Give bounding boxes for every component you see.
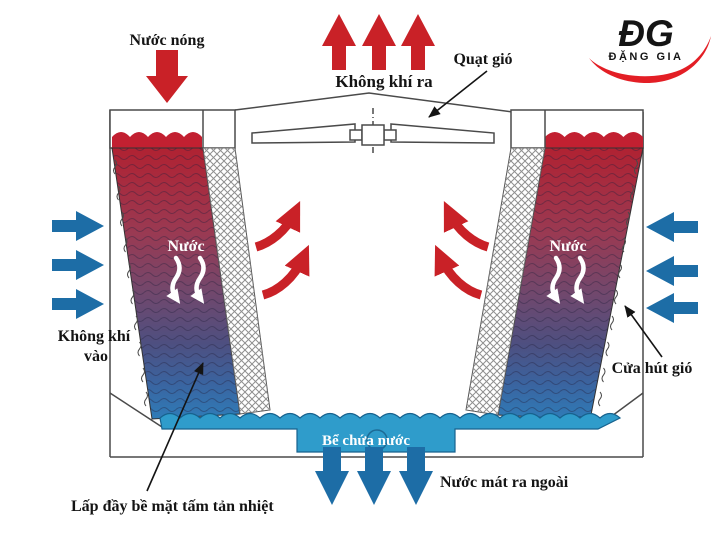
- air-in-arrow-icon: [52, 289, 104, 319]
- hot-air-arrow-icon: [443, 200, 490, 252]
- cool-water-out-arrow-icon: [399, 447, 433, 505]
- hot-water-basins: [109, 109, 644, 149]
- label-air-out: Không khí ra: [335, 72, 433, 91]
- label-water-basin: Bể chứa nước: [322, 433, 410, 449]
- fan-hub: [361, 124, 385, 146]
- air-in-arrow-icon: [52, 211, 104, 241]
- left-fill-column-texture: [112, 148, 240, 419]
- brand-logo: ĐG ĐẶNG GIA: [589, 13, 711, 84]
- hot-air-rising-arrows: [254, 200, 490, 300]
- right-basin-hot-water: [545, 132, 643, 148]
- air-in-arrow-icon: [52, 250, 104, 280]
- air-out-arrow-icon: [322, 14, 356, 70]
- label-water-left: Nước: [167, 238, 204, 255]
- right-fill-column-texture: [498, 148, 643, 420]
- air-out-arrows: [322, 14, 435, 70]
- water-flow-arrow-icon: [546, 255, 562, 304]
- logo-name: ĐẶNG GIA: [609, 50, 684, 63]
- left-drift-eliminator-hatch: [203, 148, 270, 414]
- air-in-arrow-icon: [646, 293, 698, 323]
- fan-pointer-line: [428, 70, 488, 118]
- water-flow-arrow-icon: [166, 255, 182, 304]
- hot-water-in-arrow-icon: [146, 50, 188, 103]
- label-hot-water-in: Nước nóng: [130, 32, 205, 49]
- fan-blade-right: [390, 123, 495, 144]
- tower-roof: [234, 92, 514, 113]
- cool-water-out-arrows: [315, 447, 433, 505]
- hot-air-arrow-icon: [434, 244, 483, 300]
- logo-swoosh-icon: [589, 36, 711, 84]
- left-basin-hot-water: [112, 132, 202, 148]
- label-fan: Quạt gió: [453, 51, 512, 68]
- cold-water-basin: [159, 412, 622, 453]
- water-flow-arrow-icon: [570, 255, 586, 304]
- fan-shaft-right: [383, 129, 397, 141]
- annotation-lines: [146, 70, 663, 492]
- hot-air-arrow-icon: [261, 244, 310, 300]
- cool-water-out-arrow-icon: [315, 447, 349, 505]
- label-air-in: Không khí vào: [58, 328, 134, 365]
- air-in-arrow-icon: [646, 212, 698, 242]
- air-in-arrows-right: [646, 212, 698, 323]
- label-air-intake-door: Cửa hút gió: [612, 360, 693, 377]
- air-out-arrow-icon: [362, 14, 396, 70]
- hot-air-arrow-icon: [254, 200, 301, 252]
- right-drift-eliminator-hatch: [466, 148, 545, 415]
- floor-slope-left: [109, 392, 163, 428]
- air-in-arrow-icon: [646, 256, 698, 286]
- water-flow-arrow-icon: [190, 255, 206, 304]
- label-cool-water-out: Nước mát ra ngoài: [440, 474, 569, 491]
- fill-media-pointer-line: [146, 362, 204, 492]
- fan-shaft-left: [349, 129, 363, 141]
- fan-blade-left: [251, 123, 356, 144]
- air-out-arrow-icon: [401, 14, 435, 70]
- intake-door-pointer-line: [624, 305, 663, 358]
- water-flow-arrows: [166, 255, 586, 304]
- label-water-right: Nước: [549, 238, 586, 255]
- air-in-arrows-left: [52, 211, 104, 319]
- fill-media-columns: [111, 147, 644, 421]
- cool-water-out-arrow-icon: [357, 447, 391, 505]
- fan: [251, 108, 495, 155]
- logo-monogram: ĐG: [618, 13, 674, 54]
- label-fill-media: Lấp đầy bề mặt tấm tản nhiệt: [71, 498, 274, 515]
